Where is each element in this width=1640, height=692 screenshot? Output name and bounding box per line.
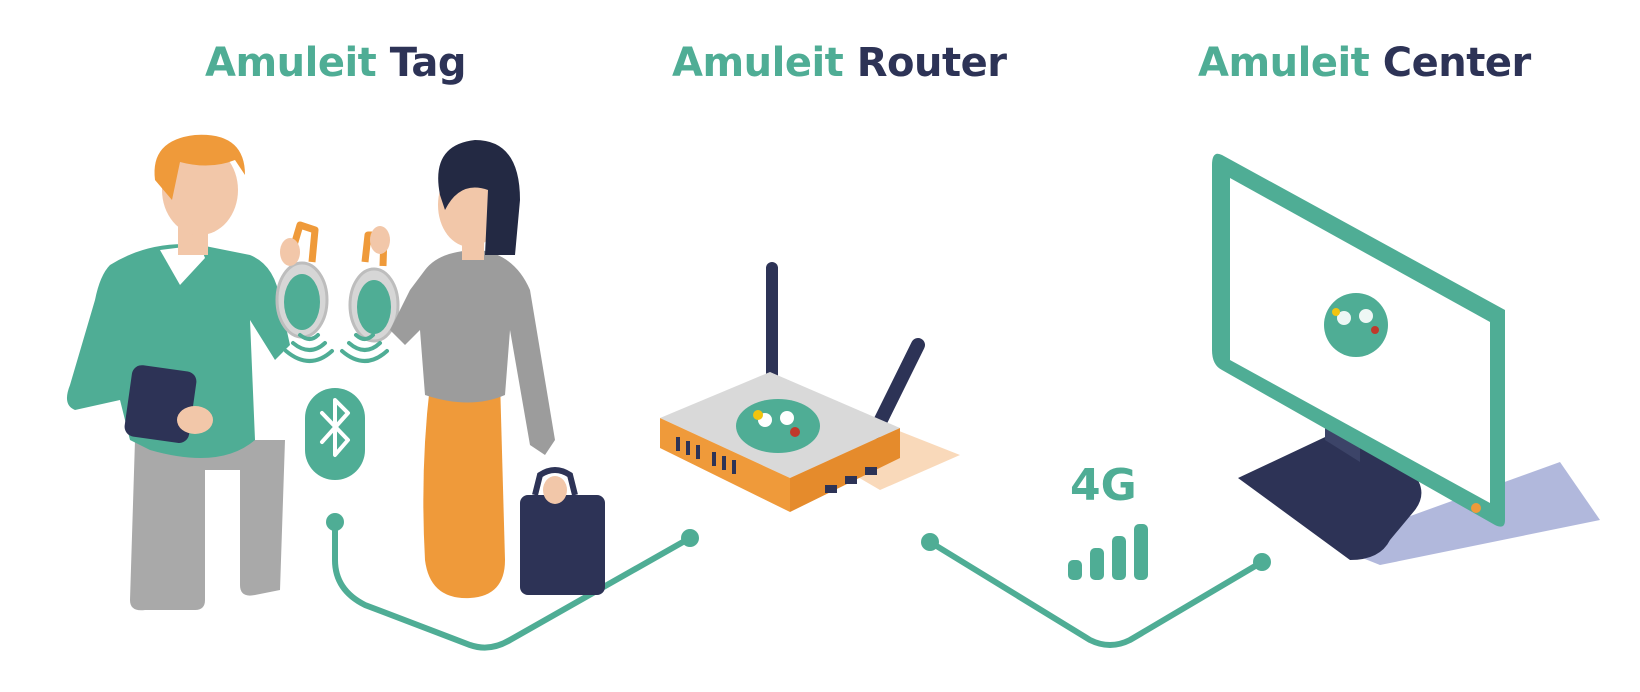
title-amuleit-tag: Amuleit Tag [205,40,467,86]
signal-bar [1112,536,1126,580]
monitor [1212,153,1600,565]
amuleit-tag-right [348,226,400,343]
amuleit-tag-left [275,221,329,339]
title-product: Router [856,40,1007,86]
title-brand: Amuleit [205,40,377,86]
title-brand: Amuleit [672,40,844,86]
signal-bars-icon [1068,524,1148,580]
wireless-waves-icon [284,333,389,363]
bluetooth-icon [305,388,365,480]
title-amuleit-center: Amuleit Center [1198,40,1531,86]
router-vents [676,437,877,493]
connector-tag-router [326,513,699,651]
title-product: Tag [389,40,467,86]
title-brand: Amuleit [1198,40,1370,86]
signal-bar [1134,524,1148,580]
title-product: Center [1382,40,1531,86]
briefcase [520,467,605,595]
network-label: 4G [1070,460,1137,511]
woman-figure [390,140,605,599]
amuleit-badge-icon [736,399,820,453]
signal-bar [1068,560,1082,580]
connector-router-center [921,533,1271,648]
signal-bar [1090,548,1104,580]
man-figure [66,134,290,611]
wifi-router [660,262,960,512]
amuleit-badge-icon [1324,293,1388,357]
title-amuleit-router: Amuleit Router [672,40,1007,86]
